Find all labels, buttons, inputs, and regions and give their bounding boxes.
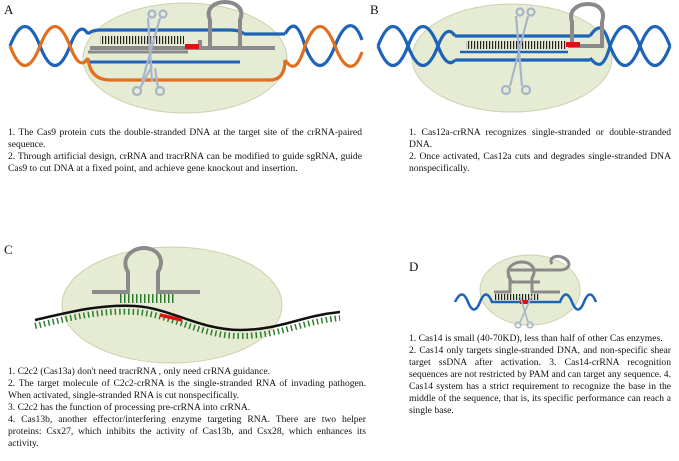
caption-line: 4. Cas13b, another effector/interfering … bbox=[8, 414, 366, 449]
base-pairs bbox=[466, 41, 566, 49]
caption-line: 1. The Cas9 protein cuts the double-stra… bbox=[8, 127, 362, 150]
crrna-hairpin bbox=[568, 1, 605, 48]
dna-helix-left bbox=[8, 25, 90, 67]
crrna-bases bbox=[118, 294, 176, 303]
panel-d-illustration bbox=[453, 254, 598, 329]
panel-c-caption: 1. C2c2 (Cas13a) don't need tracrRNA , o… bbox=[8, 366, 366, 450]
scissors-icon bbox=[514, 295, 534, 329]
dna-helix-right bbox=[283, 24, 364, 68]
target-ssrna-bases bbox=[34, 308, 341, 340]
panel-d-label: D bbox=[409, 259, 419, 274]
target-ssrna bbox=[34, 304, 341, 332]
panel-b-caption: 1. Cas12a-crRNA recognizes single-strand… bbox=[409, 127, 671, 175]
caption-line: 2. Through artificial design, crRNA and … bbox=[8, 151, 362, 174]
target-match-red bbox=[159, 313, 183, 322]
caption-line: 2. Cas14 only targets single-stranded DN… bbox=[409, 345, 671, 416]
panel-b-label: B bbox=[370, 2, 379, 17]
c2c2-protein bbox=[61, 246, 283, 364]
panel-a-illustration bbox=[8, 0, 364, 114]
panel-c-illustration bbox=[34, 245, 341, 364]
panel-b-illustration bbox=[376, 1, 672, 113]
caption-line: 1. Cas12a-crRNA recognizes single-strand… bbox=[409, 127, 671, 150]
non-target-strand-orange bbox=[86, 57, 287, 82]
caption-line: 2. The target molecule of C2c2-crRNA is … bbox=[8, 378, 366, 401]
panel-a-label: A bbox=[4, 2, 14, 17]
crrna-hairpin bbox=[92, 245, 200, 294]
target-match-red bbox=[520, 300, 528, 304]
tracrrna bbox=[90, 0, 275, 50]
scissors-icon bbox=[500, 7, 536, 96]
tracrrna bbox=[494, 260, 560, 294]
base-pairs bbox=[100, 36, 184, 44]
panel-a-caption: 1. The Cas9 protein cuts the double-stra… bbox=[8, 127, 362, 175]
panel-c-label: C bbox=[4, 242, 13, 257]
pam-site bbox=[185, 44, 199, 49]
base-pairs bbox=[494, 294, 540, 300]
cas9-protein bbox=[82, 2, 288, 114]
dna-helix-left bbox=[376, 25, 457, 67]
cas14-protein bbox=[479, 254, 581, 326]
pam-site bbox=[566, 42, 580, 47]
scissors-icon bbox=[131, 9, 168, 97]
caption-line: 2. Once activated, Cas12a cuts and degra… bbox=[409, 151, 671, 174]
caption-line: 1. Cas14 is small (40-70KD), less than h… bbox=[409, 333, 663, 344]
panel-d-caption: 1. Cas14 is small (40-70KD), less than h… bbox=[409, 333, 671, 417]
caption-line: 1. C2c2 (Cas13a) don't need tracrRNA , o… bbox=[8, 366, 271, 377]
caption-line: 3. C2c2 has the function of processing p… bbox=[8, 402, 251, 413]
